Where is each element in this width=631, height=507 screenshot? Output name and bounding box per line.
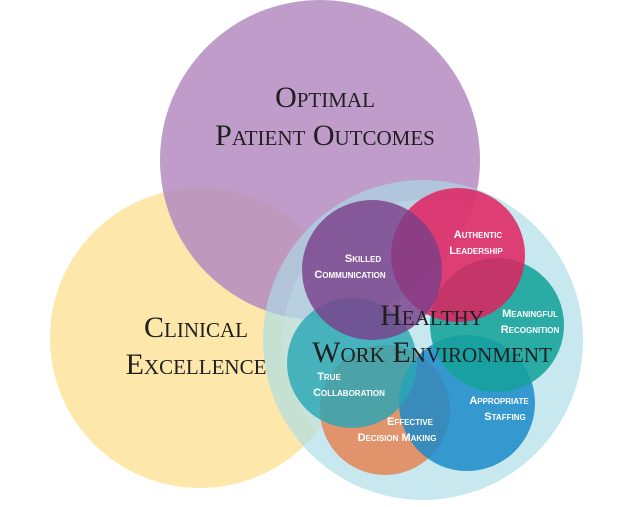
staffing-label: Staffing: [484, 411, 525, 423]
healthy-label: Healthy: [380, 299, 484, 332]
patient-outcomes-label: Patient Outcomes: [215, 119, 435, 152]
clinical-label: Clinical: [144, 311, 248, 344]
skilled-label: Skilled: [345, 253, 381, 265]
appropriate-label: Appropriate: [469, 395, 529, 407]
meaningful-label: Meaningful: [502, 308, 558, 320]
work-environment-label: Work Environment: [312, 336, 552, 369]
recognition-label: Recognition: [501, 324, 560, 336]
true-label: True: [317, 371, 341, 383]
collaboration-label: Collaboration: [313, 387, 385, 399]
communication-label: Communication: [314, 269, 386, 281]
decision-making-label: Decision Making: [358, 432, 437, 444]
excellence-label: Excellence: [126, 348, 267, 381]
optimal-label: Optimal: [275, 81, 375, 114]
leadership-label: Leadership: [449, 245, 503, 257]
skilled-communication-circle: [302, 200, 442, 340]
authentic-label: Authentic: [454, 229, 503, 241]
effective-label: Effective: [387, 416, 434, 428]
